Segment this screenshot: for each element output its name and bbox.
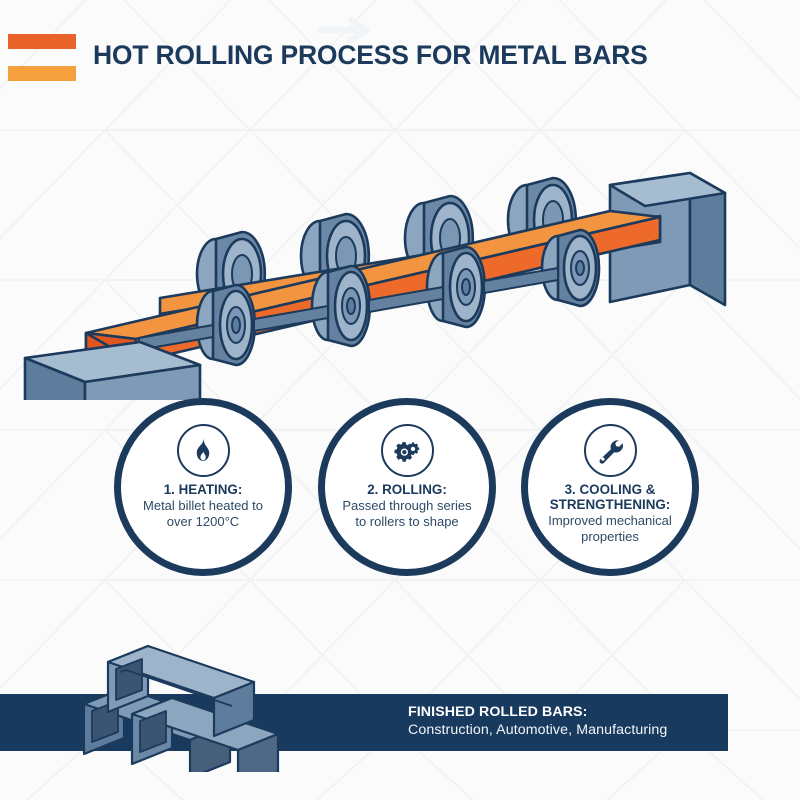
footer-title: FINISHED ROLLED BARS: (408, 704, 588, 720)
step-title: 2. ROLLING: (367, 482, 447, 497)
step-card-cooling[interactable]: 3. COOLING & STRENGTHENING: Improved mec… (521, 398, 699, 576)
step-description: Passed through series to rollers to shap… (342, 498, 472, 529)
step-description: Metal billet heated to over 1200°C (143, 498, 263, 529)
footer-text-group: FINISHED ROLLED BARS: Construction, Auto… (408, 703, 667, 740)
stacked-square-tubes-icon: .sb { stroke:#1B3A5C; stroke-width:2.2; … (82, 644, 280, 772)
page-header: HOT ROLLING PROCESS FOR METAL BARS (0, 0, 800, 100)
accent-bars (8, 34, 76, 81)
step-card-heating[interactable]: 1. HEATING: Metal billet heated to over … (114, 398, 292, 576)
accent-bar-bottom (8, 66, 76, 81)
arrow-right-icon (317, 17, 370, 43)
footer-subtitle: Construction, Automotive, Manufacturing (408, 722, 668, 738)
gears-icon (380, 424, 434, 477)
rolling-mill-illustration: .ol { stroke:#1B3A5C; stroke-width:2.6; … (23, 171, 727, 400)
process-steps: 1. HEATING: Metal billet heated to over … (0, 398, 800, 578)
accent-bar-top (8, 34, 76, 49)
step-description: Improved mechanical properties (548, 513, 672, 544)
page-title: HOT ROLLING PROCESS FOR METAL BARS (93, 40, 648, 70)
flame-icon (176, 424, 230, 477)
step-card-rolling[interactable]: 2. ROLLING: Passed through series to rol… (318, 398, 496, 576)
wrench-icon (583, 424, 637, 477)
step-title: 1. HEATING: (163, 482, 243, 497)
step-title: 3. COOLING & STRENGTHENING: (549, 482, 671, 512)
